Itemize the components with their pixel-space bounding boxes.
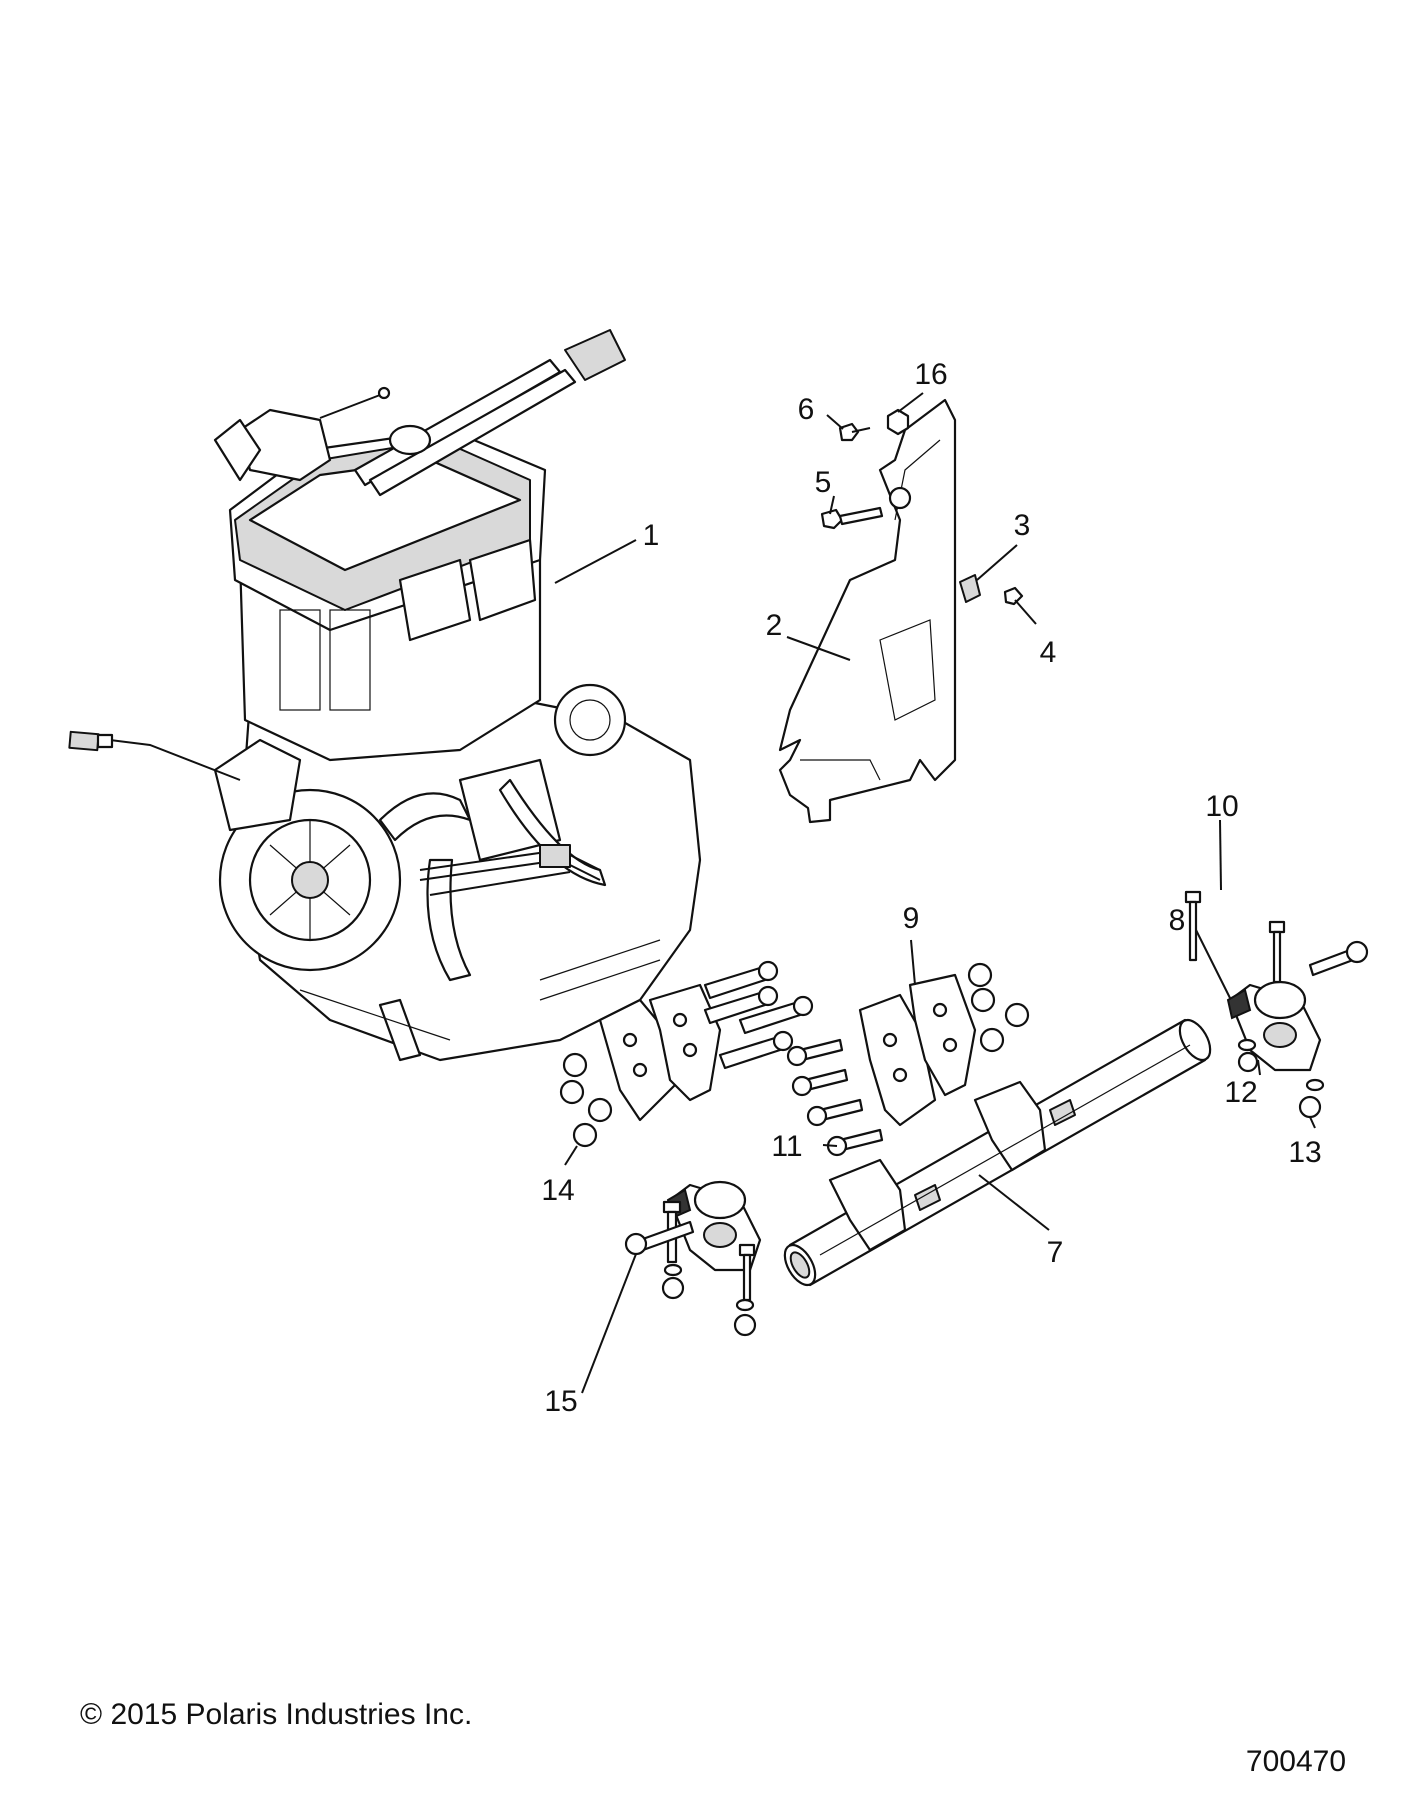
callout-13: 13 (1288, 1136, 1321, 1169)
callout-6: 6 (798, 393, 815, 426)
engine-mount-plates-rear (786, 962, 1030, 1157)
left-engine-mount (624, 1180, 762, 1337)
rear-engine-bracket (778, 398, 957, 824)
engine-assembly (68, 329, 702, 1062)
callout-15: 15 (544, 1385, 577, 1418)
callout-1: 1 (643, 519, 660, 552)
callout-8: 8 (1169, 904, 1186, 937)
callout-14: 14 (541, 1174, 574, 1207)
bracket-fasteners (820, 408, 1024, 606)
callouts: 1 2 3 4 5 6 7 8 9 10 11 12 13 14 15 16 (541, 358, 1321, 1418)
callout-7: 7 (1047, 1236, 1064, 1269)
right-engine-mount (1184, 890, 1369, 1119)
callout-12: 12 (1224, 1076, 1257, 1109)
callout-4: 4 (1040, 636, 1057, 669)
mount-tube (783, 1018, 1212, 1287)
callout-11: 11 (771, 1130, 802, 1163)
callout-16: 16 (914, 358, 947, 391)
callout-5: 5 (815, 466, 832, 499)
engine-mount-plates-front (559, 960, 814, 1148)
callout-10: 10 (1205, 790, 1238, 823)
callout-9: 9 (903, 902, 920, 935)
drawing-number: 700470 (1245, 1745, 1346, 1778)
leader-lines (554, 392, 1316, 1394)
callout-2: 2 (766, 609, 783, 642)
callout-3: 3 (1014, 509, 1031, 542)
copyright-notice: © 2015 Polaris Industries Inc. (80, 1698, 473, 1731)
